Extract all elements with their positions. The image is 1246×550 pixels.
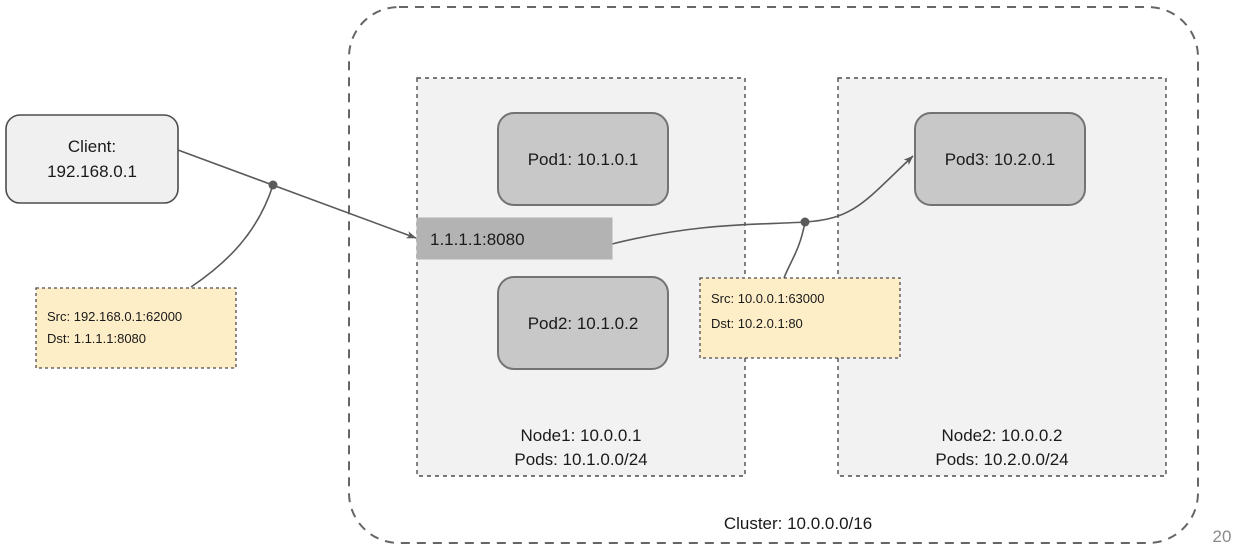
- pod2-label: Pod2: 10.1.0.2: [528, 314, 639, 333]
- edge-annotation2-leader: [783, 221, 806, 279]
- service-label: 1.1.1.1:8080: [430, 230, 525, 249]
- client-box[interactable]: [5, 114, 179, 204]
- node2-label-line2: Pods: 10.2.0.0/24: [935, 450, 1068, 469]
- node2-label-line1: Node2: 10.0.0.2: [942, 426, 1063, 445]
- cluster-label: Cluster: 10.0.0.0/16: [724, 514, 872, 533]
- edge-client-to-service: [177, 149, 417, 239]
- pod1-label: Pod1: 10.1.0.1: [528, 150, 639, 169]
- pod3-label: Pod3: 10.2.0.1: [945, 150, 1056, 169]
- annotation-service-to-pod3-box: [699, 277, 901, 359]
- edge-annotation1-leader: [190, 184, 274, 288]
- annotation-client-to-service-line1: Src: 192.168.0.1:62000: [47, 309, 182, 324]
- node1-label-line2: Pods: 10.1.0.0/24: [514, 450, 647, 469]
- annotation-client-to-service-line2: Dst: 1.1.1.1:8080: [47, 331, 146, 346]
- client-label-line2: 192.168.0.1: [47, 162, 137, 181]
- annotation-service-to-pod3-line2: Dst: 10.2.0.1:80: [711, 316, 803, 331]
- pod3-box[interactable]: [914, 112, 1086, 206]
- node1-label-line1: Node1: 10.0.0.1: [521, 426, 642, 445]
- client-label-line1: Client:: [68, 137, 116, 156]
- annotation-service-to-pod3-line1: Src: 10.0.0.1:63000: [711, 291, 824, 306]
- corner-page-fragment: 20: [1213, 527, 1232, 546]
- annotation-client-to-service-box: [35, 287, 237, 369]
- pod1-box[interactable]: [497, 112, 669, 206]
- pod2-box[interactable]: [497, 276, 669, 370]
- service-box[interactable]: [416, 217, 613, 260]
- cluster-boundary: [348, 6, 1199, 544]
